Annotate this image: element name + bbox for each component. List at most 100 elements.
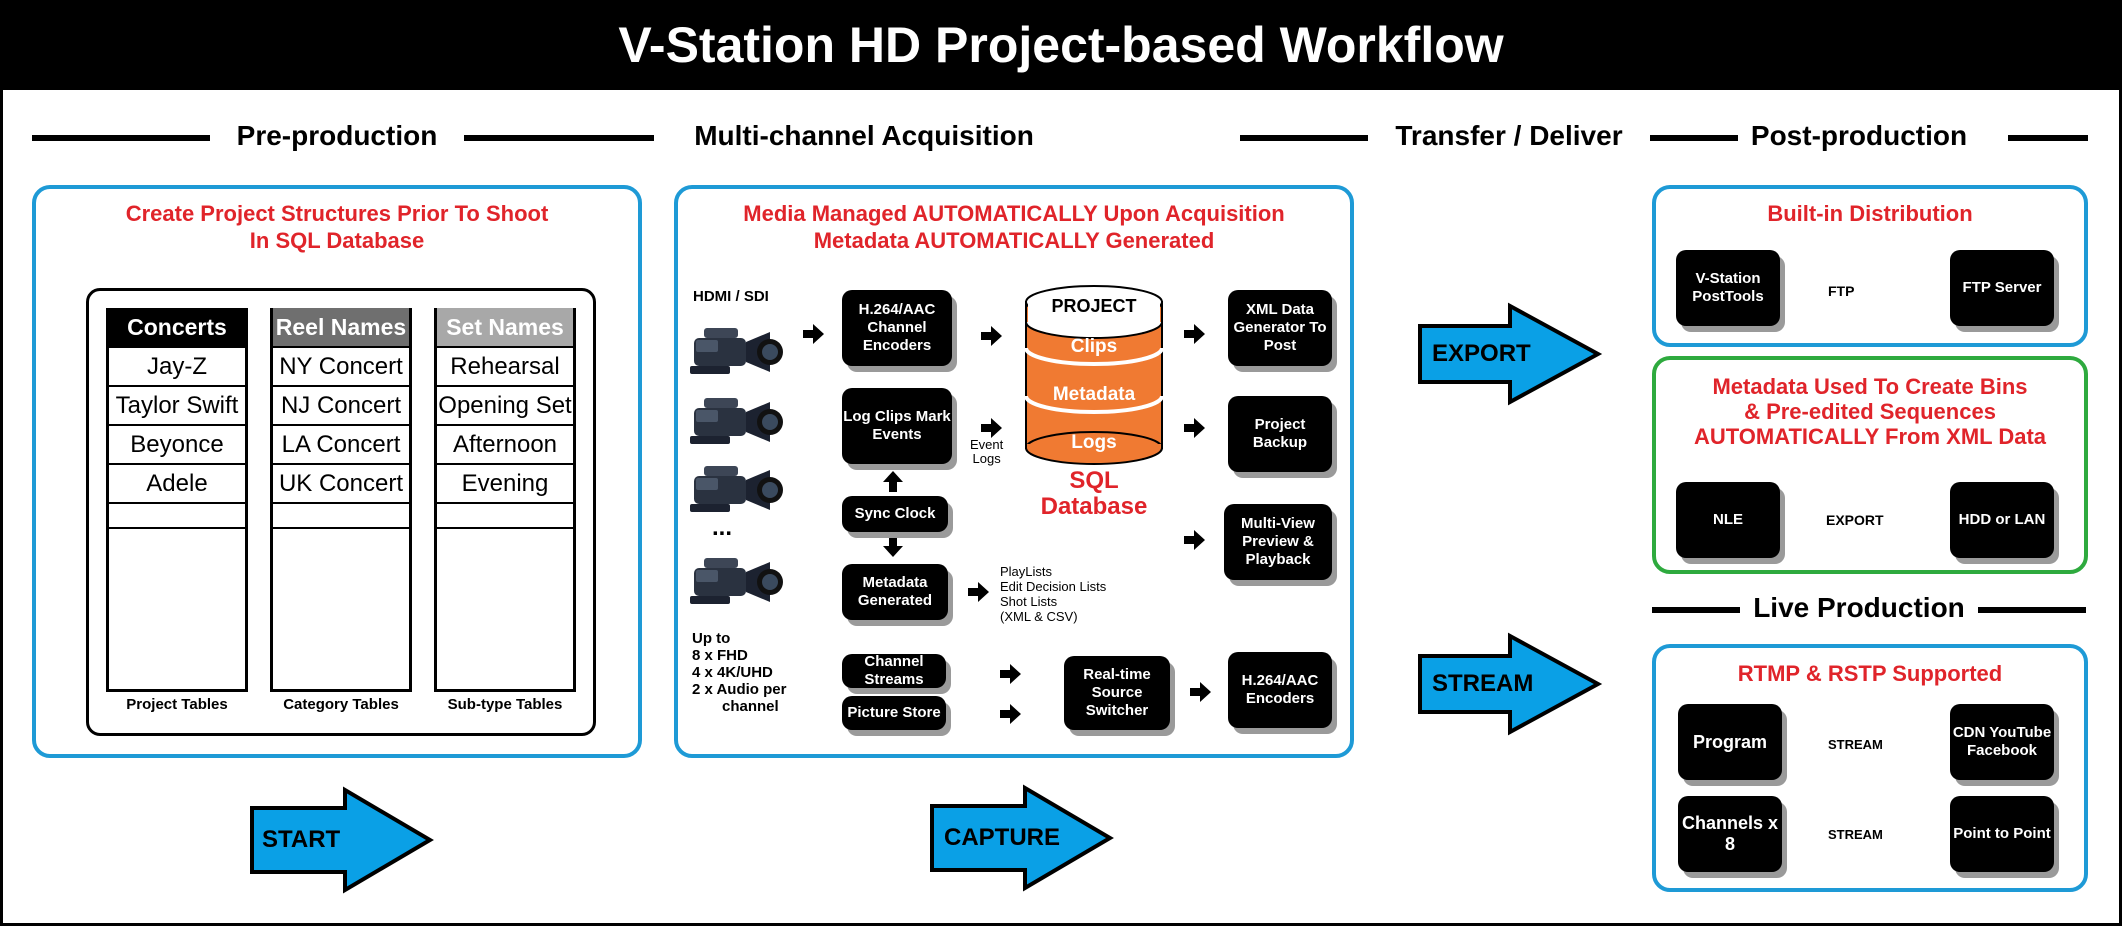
project-backup-box: Project Backup: [1228, 396, 1332, 472]
table-header: Reel Names: [273, 308, 409, 346]
arrow-right-icon: [981, 418, 1002, 438]
db-project-label: PROJECT: [1051, 296, 1137, 316]
acquisition-title-line2: Metadata AUTOMATICALLY Generated: [813, 228, 1215, 253]
event-logs-line: Event: [970, 437, 1004, 452]
log-clips-box: Log Clips Mark Events: [842, 388, 952, 464]
cdn-box: CDN YouTube Facebook: [1950, 704, 2054, 780]
table-row: NY Concert: [273, 346, 409, 385]
sql-label-line: Database: [1040, 493, 1148, 520]
acquisition-title: Media Managed AUTOMATICALLY Upon Acquisi…: [684, 200, 1344, 254]
list-item: Shot Lists: [1000, 594, 1058, 609]
table-empty-row: [437, 527, 573, 654]
table-header: Concerts: [109, 308, 245, 346]
capture-arrow: [930, 784, 1114, 892]
camera-ellipsis: ...: [712, 514, 733, 541]
table-label: Sub-type Tables: [447, 696, 563, 713]
stream-arrow: [1418, 632, 1603, 736]
input-label: HDMI / SDI: [693, 288, 769, 305]
metadata-generated-box: Metadata Generated: [842, 564, 948, 620]
table-row: Taylor Swift: [109, 385, 245, 424]
section-postproduction: Post-production: [1750, 120, 1968, 151]
sync-clock-box: Sync Clock: [842, 496, 948, 532]
database-icon: [1024, 285, 1164, 465]
header-rule: [2008, 135, 2088, 141]
multiview-box: Multi-View Preview & Playback: [1224, 504, 1332, 580]
header-rule: [1652, 607, 1740, 613]
program-box: Program: [1678, 704, 1782, 780]
xml-generator-box: XML Data Generator To Post: [1228, 290, 1332, 366]
start-label: START: [262, 826, 341, 853]
encoders-box: H.264/AAC Encoders: [1228, 652, 1332, 728]
table-empty-row: [109, 527, 245, 654]
capacity-line: 4 x 4K/UHD: [692, 664, 773, 681]
section-live: Live Production: [1753, 592, 1965, 623]
db-logs-label: Logs: [1071, 432, 1117, 453]
section-transfer: Transfer / Deliver: [1395, 120, 1623, 151]
table-row: Beyonce: [109, 424, 245, 463]
capacity-line: 8 x FHD: [692, 647, 748, 664]
stream-label: STREAM: [1432, 670, 1534, 697]
hdd-lan-box: HDD or LAN: [1950, 482, 2054, 558]
preproduction-title-line1: Create Project Structures Prior To Shoot: [125, 201, 549, 226]
table-row: Afternoon: [437, 424, 573, 463]
capacity-line: 2 x Audio per: [692, 681, 787, 698]
arrow-right-icon: [1184, 530, 1205, 550]
point-to-point-box: Point to Point: [1950, 796, 2054, 872]
arrow-right-icon: [803, 324, 824, 344]
table-label: Category Tables: [283, 696, 399, 713]
nle-box: NLE: [1676, 482, 1780, 558]
table-empty-row: [109, 502, 245, 527]
table-header: Set Names: [437, 308, 573, 346]
capacity-list: Up to 8 x FHD 4 x 4K/UHD 2 x Audio per c…: [692, 630, 786, 715]
sql-label-line: SQL: [1069, 467, 1119, 494]
table-empty-row: [273, 502, 409, 527]
live-title: RTMP & RSTP Supported: [1737, 661, 2003, 686]
stream-arrow-label: STREAM: [1828, 827, 1883, 842]
arrow-right-icon: [1184, 324, 1205, 344]
event-logs-line: Logs: [972, 451, 1001, 466]
header-rule: [1240, 135, 1368, 141]
arrow-right-icon: [1190, 682, 1211, 702]
table-row: Adele: [109, 463, 245, 502]
channel-streams-box: Channel Streams: [842, 653, 946, 688]
stream-arrow-label: STREAM: [1828, 737, 1883, 752]
section-acquisition: Multi-channel Acquisition: [694, 120, 1034, 151]
source-switcher-box: Real-time Source Switcher: [1064, 656, 1170, 730]
metadata-title-line: Metadata Used To Create Bins: [1712, 374, 2028, 399]
arrow-right-icon: [981, 326, 1002, 346]
acquisition-title-line1: Media Managed AUTOMATICALLY Upon Acquisi…: [743, 201, 1285, 226]
table-row: Opening Set: [437, 385, 573, 424]
capture-label: CAPTURE: [944, 824, 1061, 851]
table-row: Jay-Z: [109, 346, 245, 385]
metadata-title: Metadata Used To Create Bins & Pre-edite…: [1660, 374, 2080, 449]
generated-lists: PlayLists Edit Decision Lists Shot Lists…: [1000, 564, 1106, 624]
arrow-right-icon: [1000, 704, 1021, 724]
start-arrow: [250, 786, 434, 894]
list-item: Edit Decision Lists: [1000, 579, 1107, 594]
subtype-table: Set Names Rehearsal Opening Set Afternoo…: [434, 308, 576, 692]
ftp-arrow-label: FTP: [1828, 283, 1855, 299]
table-row: Evening: [437, 463, 573, 502]
db-metadata-label: Metadata: [1052, 384, 1136, 405]
arrow-up-icon: [883, 471, 903, 492]
table-empty-row: [273, 527, 409, 654]
capacity-line: Up to: [692, 630, 731, 647]
sql-database-label: SQL Database: [1024, 468, 1164, 520]
arrow-right-icon: [1000, 664, 1021, 684]
arrow-down-icon: [883, 536, 903, 557]
header-rule: [1978, 607, 2086, 613]
header-rule: [1650, 135, 1738, 141]
arrow-right-icon: [1184, 418, 1205, 438]
capacity-line: channel: [722, 698, 779, 715]
metadata-title-line: & Pre-edited Sequences: [1744, 399, 1996, 424]
distribution-title: Built-in Distribution: [1767, 201, 1973, 226]
list-item: (XML & CSV): [1000, 609, 1078, 624]
event-logs-label: Event Logs: [970, 438, 1003, 466]
list-item: PlayLists: [1000, 564, 1053, 579]
table-row: NJ Concert: [273, 385, 409, 424]
table-row: Rehearsal: [437, 346, 573, 385]
channels-box: Channels x 8: [1678, 796, 1782, 872]
export-arrow: [1418, 302, 1603, 406]
